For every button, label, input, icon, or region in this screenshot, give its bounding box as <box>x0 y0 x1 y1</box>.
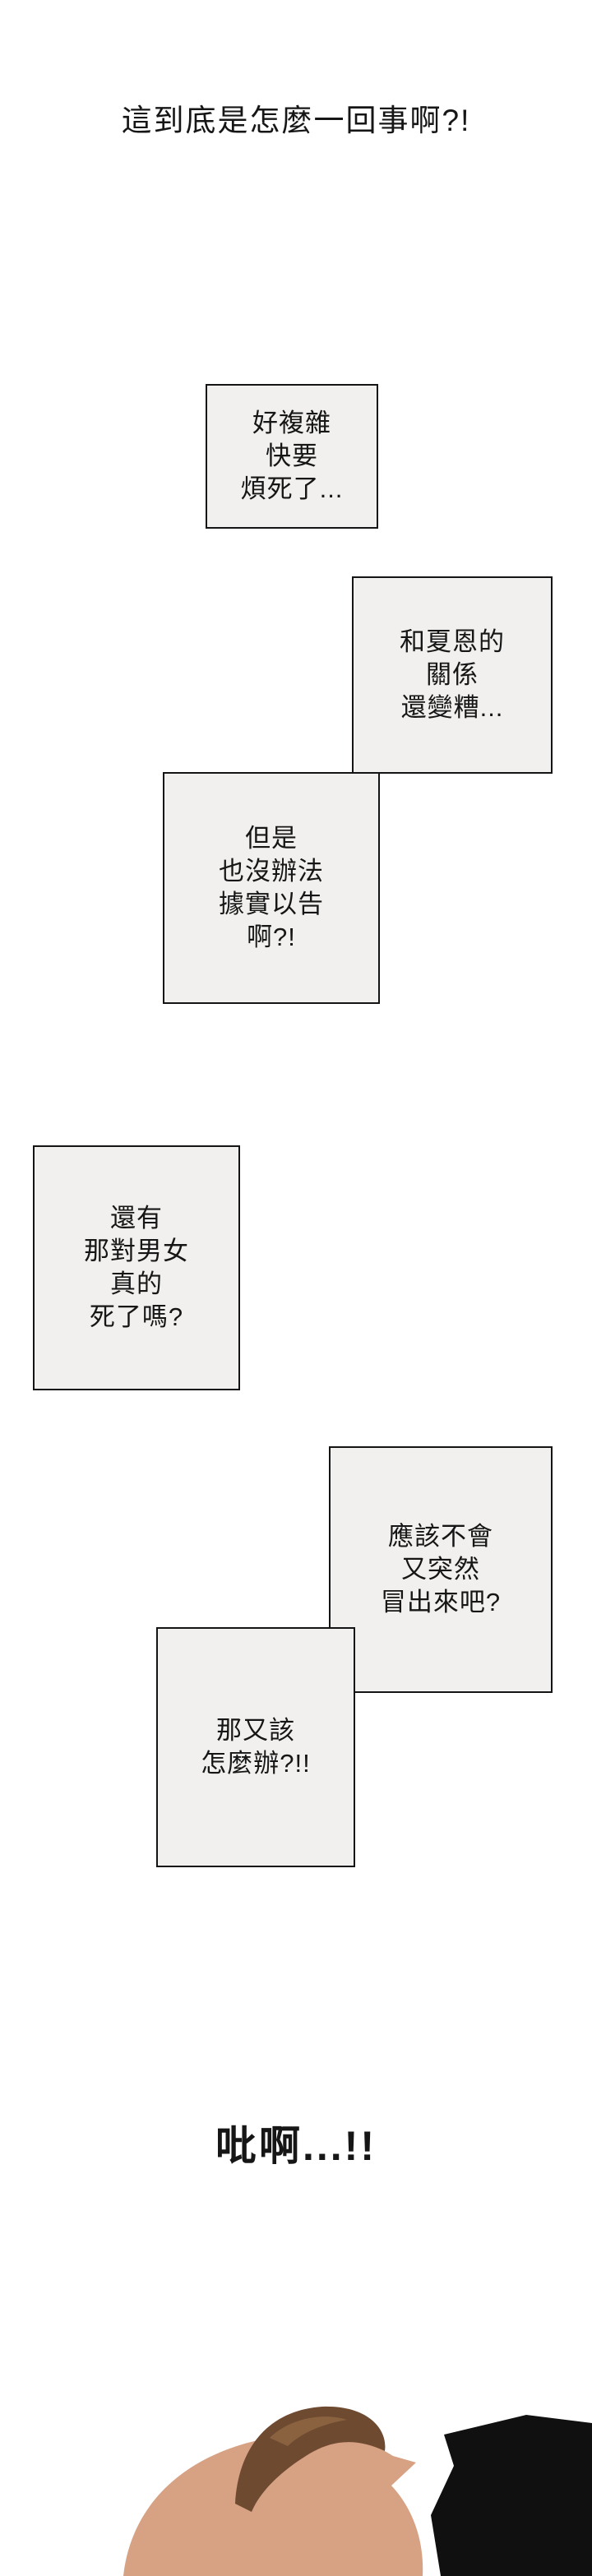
thought-box-2-text: 和夏恩的 關係 還變糟... <box>400 627 505 722</box>
thought-box-3: 但是 也沒辦法 據實以告 啊?! <box>163 772 380 1004</box>
character-hair-shape <box>235 2406 386 2512</box>
character-hair-highlight <box>270 2416 347 2446</box>
character-skin-shape <box>123 2434 423 2576</box>
thought-box-1: 好複雜 快要 煩死了... <box>206 384 378 529</box>
thought-box-5: 應該不會 又突然 冒出來吧? <box>329 1446 553 1693</box>
thought-box-5-text: 應該不會 又突然 冒出來吧? <box>380 1522 502 1616</box>
thought-box-1-text: 好複雜 快要 煩死了... <box>240 409 344 503</box>
narration-top-line: 這到底是怎麼一回事啊?! <box>121 104 471 137</box>
thought-box-3-text: 但是 也沒辦法 據實以告 啊?! <box>219 824 324 951</box>
bottom-panel-art <box>123 2406 592 2576</box>
thought-box-4: 還有 那對男女 真的 死了嗎? <box>33 1145 240 1390</box>
dark-background-shape <box>431 2415 592 2576</box>
thought-box-6-text: 那又該 怎麼辦?!! <box>201 1716 311 1778</box>
shout-text: 吡啊...!! <box>215 2123 377 2169</box>
thought-box-2: 和夏恩的 關係 還變糟... <box>352 576 553 774</box>
thought-box-4-text: 還有 那對男女 真的 死了嗎? <box>84 1204 189 1331</box>
thought-box-6: 那又該 怎麼辦?!! <box>156 1627 355 1867</box>
